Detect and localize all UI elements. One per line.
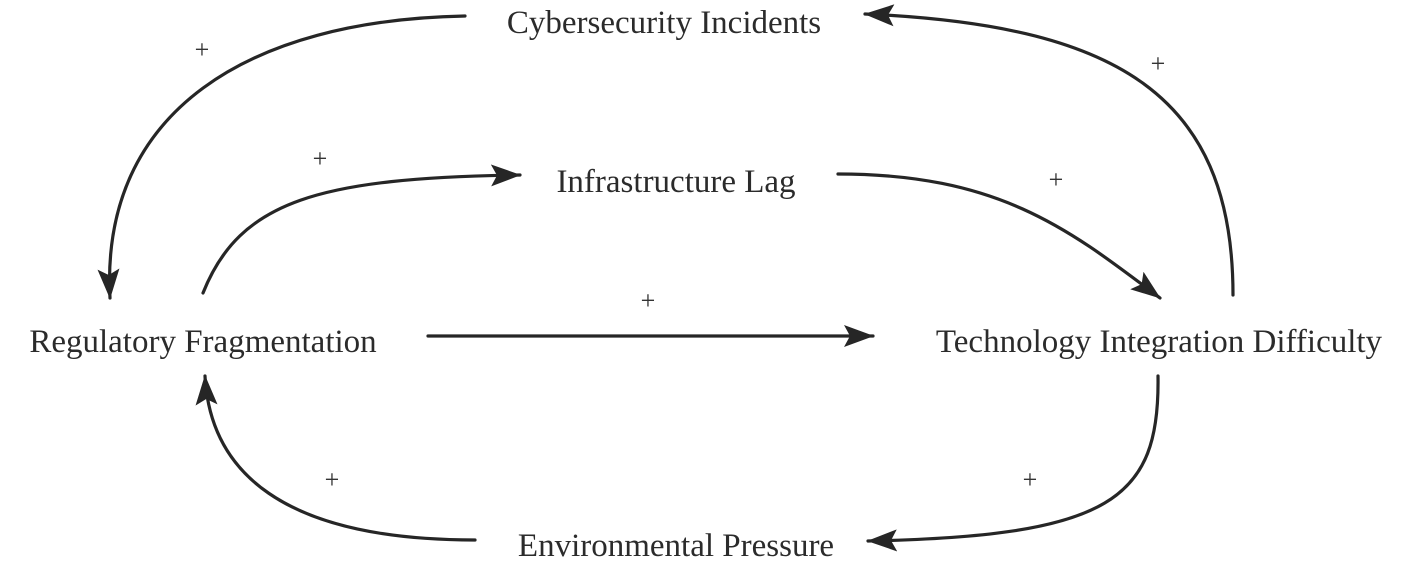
- polarity-regulatory-to-technology: +: [641, 286, 656, 315]
- node-cybersecurity-incidents: Cybersecurity Incidents: [507, 5, 821, 41]
- node-regulatory-fragmentation: Regulatory Fragmentation: [29, 324, 376, 360]
- polarity-environmental-to-regulatory: +: [325, 465, 340, 494]
- edge-regulatory-to-infrastructure: [201, 164, 522, 295]
- node-infrastructure-lag: Infrastructure Lag: [556, 164, 795, 200]
- polarity-regulatory-to-infrastructure: +: [313, 144, 328, 173]
- node-technology-integration-difficulty: Technology Integration Difficulty: [936, 324, 1383, 360]
- polarity-technology-to-environmental: +: [1023, 465, 1038, 494]
- edge-cybersecurity-to-regulatory: [97, 14, 467, 300]
- edge-technology-to-cybersecurity: [863, 4, 1235, 297]
- edge-technology-to-environmental: [866, 374, 1160, 552]
- polarity-technology-to-cybersecurity: +: [1151, 49, 1166, 78]
- node-environmental-pressure: Environmental Pressure: [518, 528, 834, 564]
- edge-environmental-to-regulatory: [195, 374, 477, 542]
- polarity-infrastructure-to-technology: +: [1049, 165, 1064, 194]
- polarity-cybersecurity-to-regulatory: +: [195, 35, 210, 64]
- edge-infrastructure-to-technology: [836, 172, 1162, 300]
